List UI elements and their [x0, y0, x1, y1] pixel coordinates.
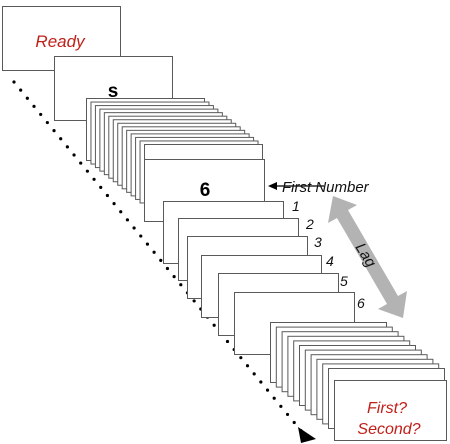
lag-number-6: 6 [357, 295, 365, 311]
frame-question [334, 380, 447, 441]
lag-number-5: 5 [340, 273, 348, 289]
timeline-arrowhead [298, 427, 316, 443]
question-second: Second? [357, 421, 420, 438]
first-number-label: First Number [282, 179, 370, 196]
lag-number-1: 1 [292, 198, 300, 214]
lag-arrow-shape [328, 196, 407, 318]
first-number-arrow-head [268, 182, 277, 190]
question-first: First? [367, 400, 407, 417]
lag-number-4: 4 [326, 253, 334, 269]
first-number-digit: 6 [200, 180, 211, 201]
lag-number-2: 2 [305, 216, 314, 232]
ready-label: Ready [35, 32, 86, 51]
frame-stack [2, 6, 447, 441]
letter-s-label: s [108, 81, 119, 102]
lag-number-3: 3 [314, 234, 322, 250]
timeline-dots [12, 80, 304, 434]
lag-double-arrow [328, 196, 407, 318]
